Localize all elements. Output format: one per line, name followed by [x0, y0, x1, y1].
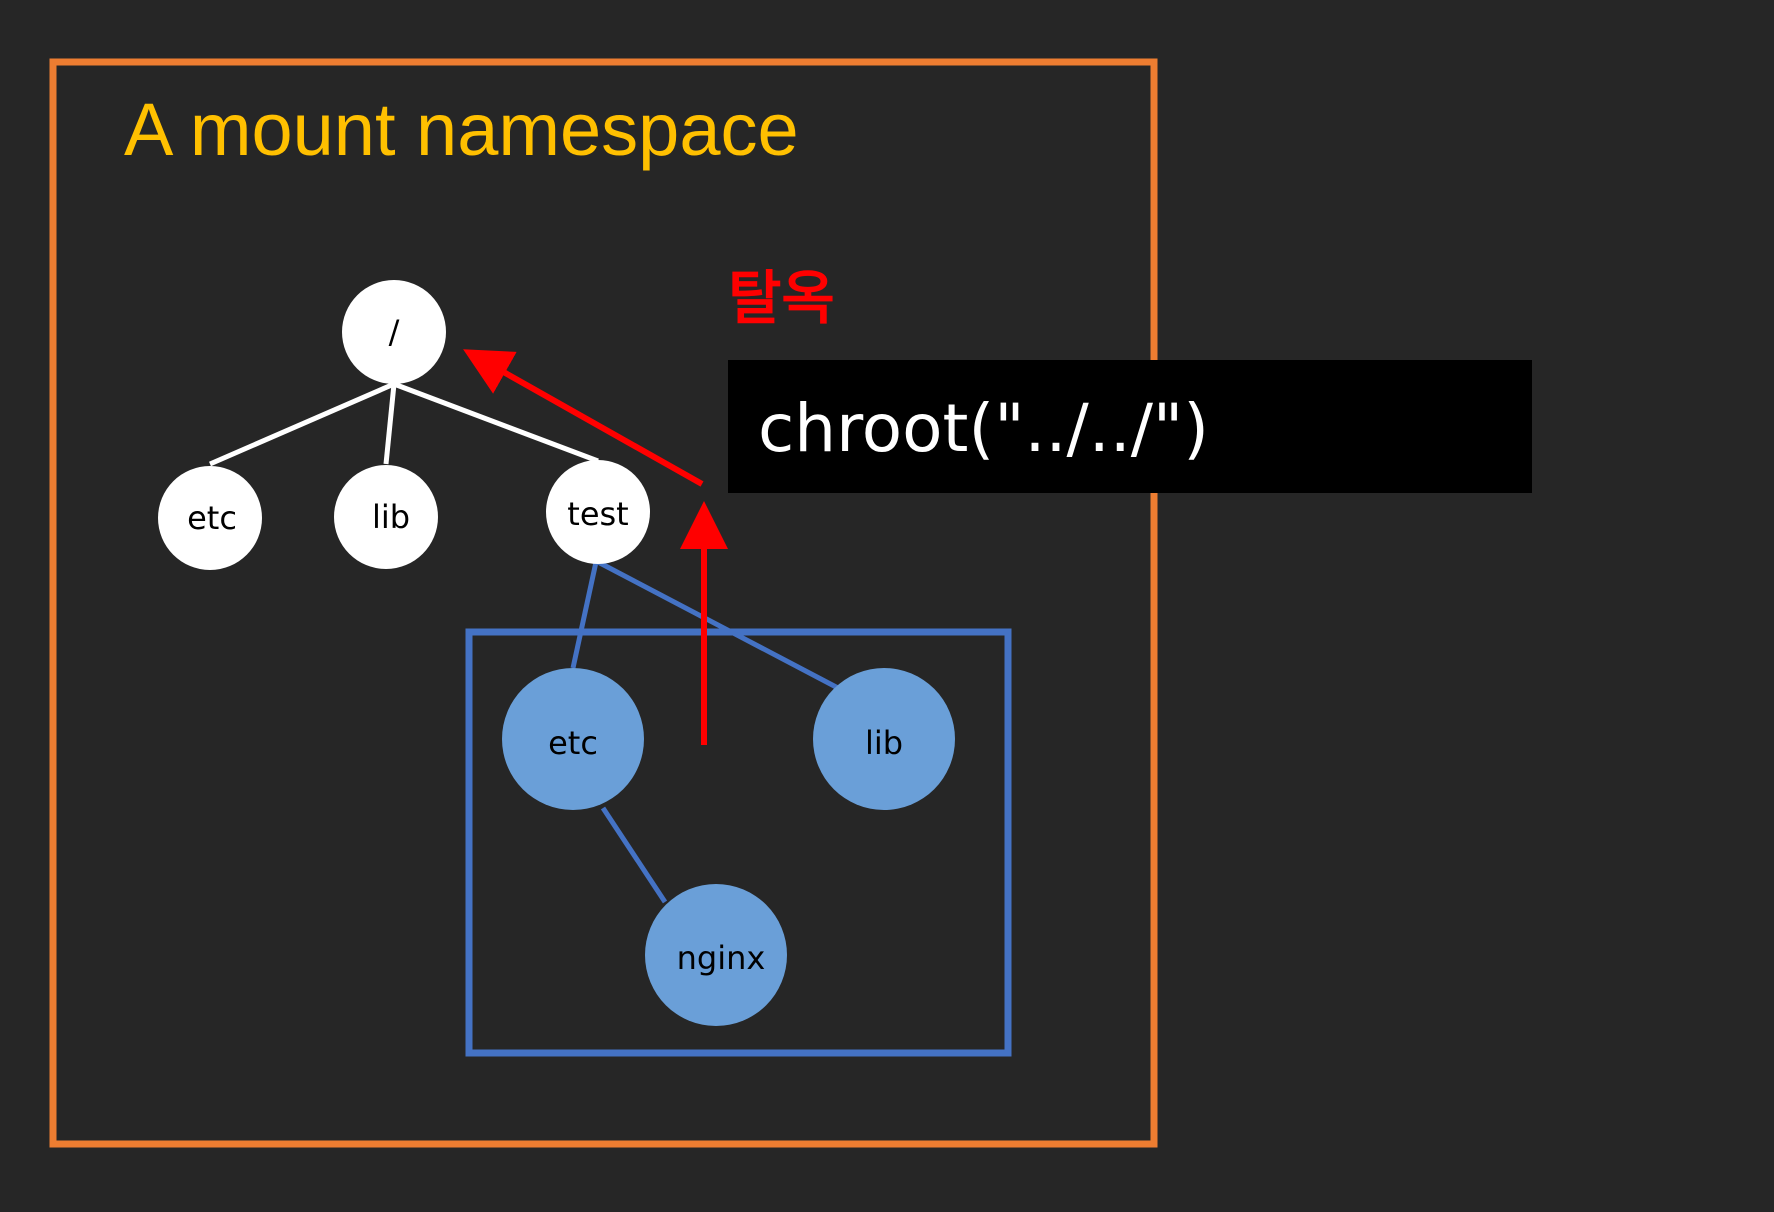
node-root-label: /	[389, 313, 400, 351]
mount-namespace-box	[49, 58, 1158, 1148]
command-text: chroot("../../")	[758, 390, 1209, 467]
node-container-nginx-label: nginx	[677, 939, 766, 977]
node-container-etc-label: etc	[548, 724, 598, 762]
node-container-lib	[813, 668, 955, 810]
node-host-test	[546, 460, 650, 564]
node-host-lib	[334, 465, 438, 569]
node-root	[342, 280, 446, 384]
node-container-etc	[502, 668, 644, 810]
node-container-lib-label: lib	[865, 724, 903, 762]
node-host-test-label: test	[567, 495, 628, 533]
escape-label: 탈옥	[728, 264, 835, 332]
edge-test-etc	[570, 561, 599, 669]
node-container-nginx	[645, 884, 787, 1026]
command-box	[728, 360, 1532, 493]
escape-arrow-to-root	[463, 349, 704, 487]
node-host-etc-label: etc	[187, 499, 237, 537]
edge-root-lib	[383, 383, 397, 465]
edge-root-etc	[209, 381, 395, 467]
edge-etc-nginx	[600, 806, 668, 904]
node-host-etc	[158, 466, 262, 570]
node-host-lib-label: lib	[372, 498, 410, 536]
namespace-title: A mount namespace	[124, 88, 799, 171]
edge-test-lib	[596, 559, 840, 691]
chroot-container-box	[465, 628, 1012, 1057]
edge-root-test	[393, 381, 599, 464]
